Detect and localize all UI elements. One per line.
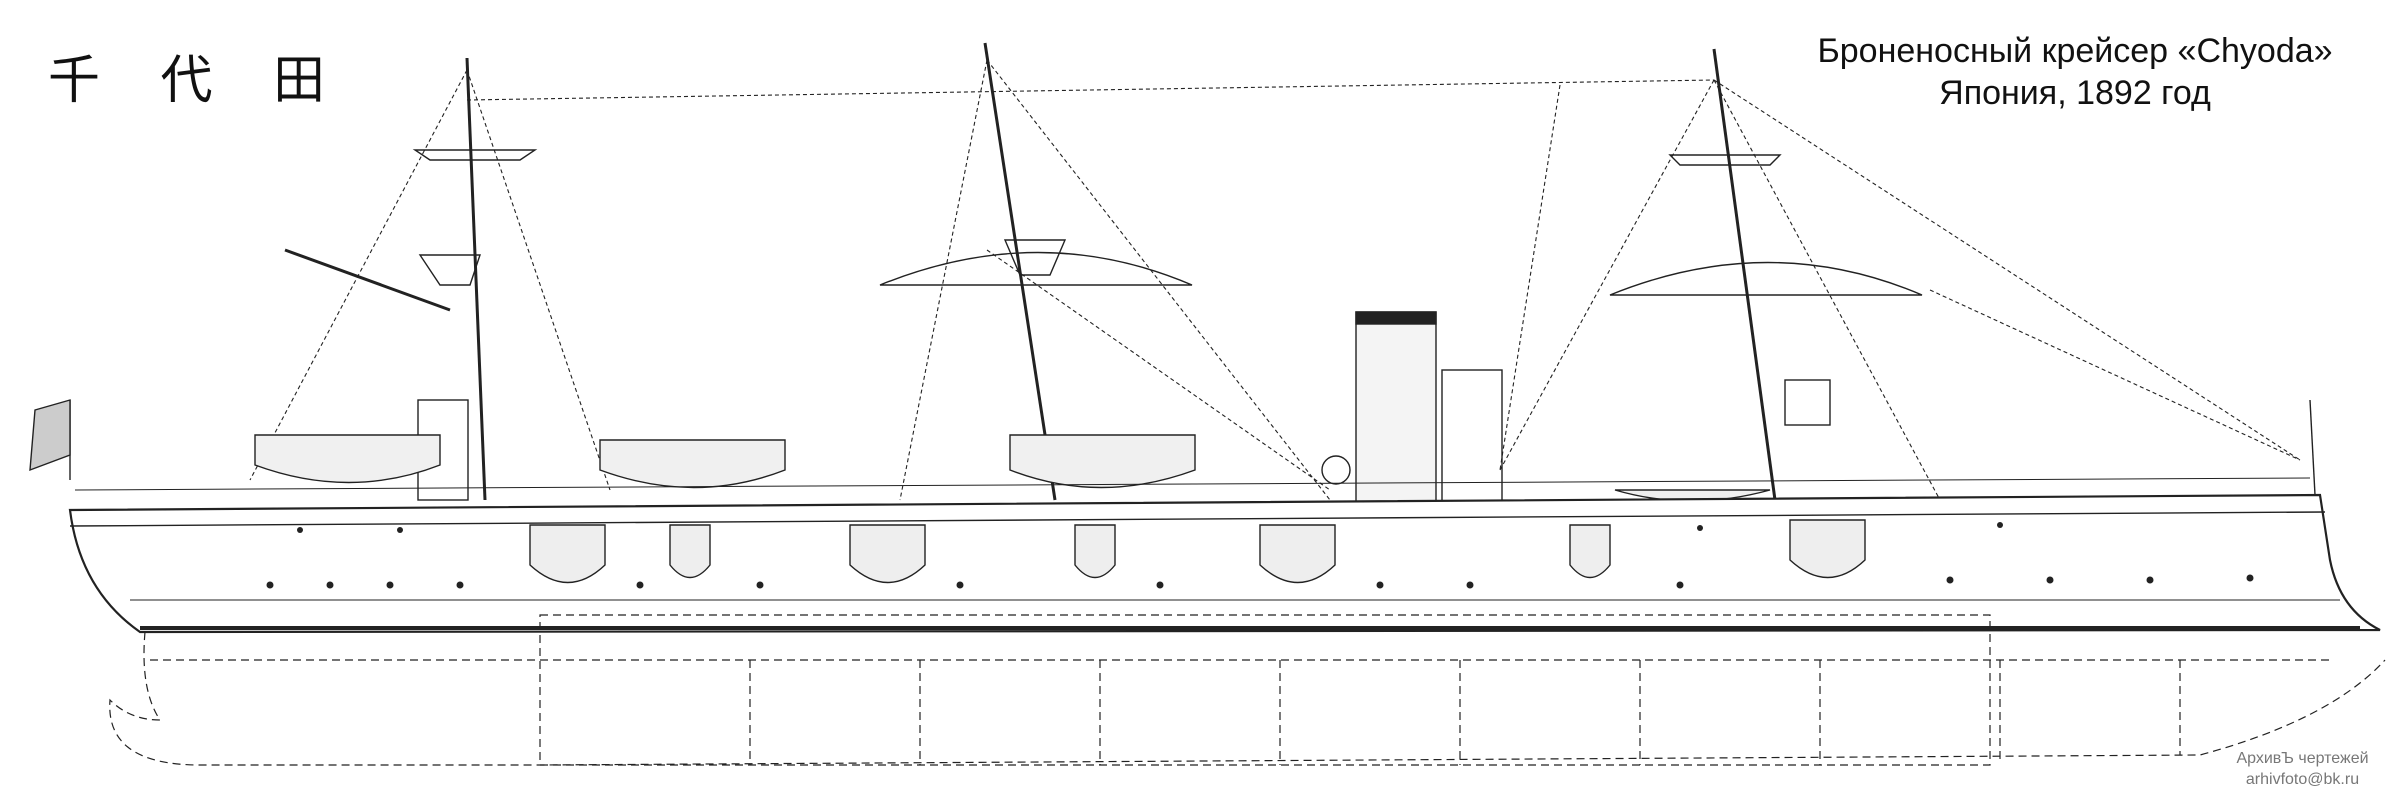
funnel (1321, 311, 1503, 511)
drawing-title: Броненосный крейсер «Chyoda» Япония, 189… (1760, 30, 2390, 114)
ship-name-kanji: 千 代 田 (48, 51, 348, 111)
ensign-flag (29, 399, 71, 480)
jack-staff (2309, 399, 2316, 496)
boats (254, 434, 1771, 502)
hull (68, 477, 2381, 634)
mizzenmast (1609, 48, 1923, 501)
watermark-line-1: АрхивЪ чертежей (2236, 750, 2369, 767)
foremast (284, 57, 538, 501)
mainmast (879, 42, 1193, 501)
casemates (529, 519, 1866, 584)
title-line-1: Броненосный крейсер «Chyoda» (1817, 32, 2333, 70)
underwater-hull (109, 614, 2386, 766)
rigging (249, 59, 2301, 501)
title-line-2: Япония, 1892 год (1939, 74, 2211, 112)
portholes (266, 522, 2254, 589)
watermark-line-2: arhivfoto@bk.ru (2245, 771, 2360, 788)
watermark: АрхивЪ чертежей arhivfoto@bk.ru (2210, 748, 2395, 790)
